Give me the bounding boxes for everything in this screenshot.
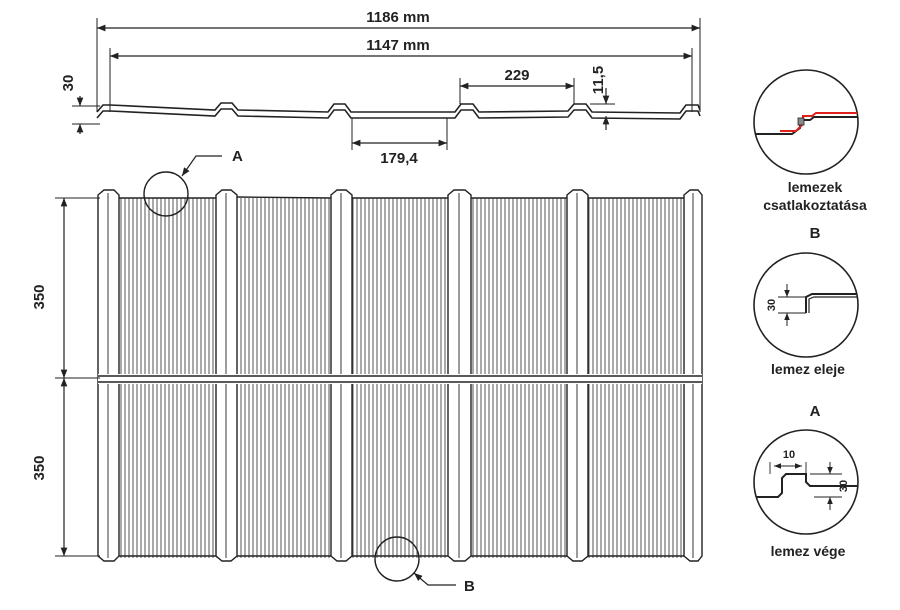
joint-caption-line1: lemezek <box>788 179 843 195</box>
rib-pitch-label: 229 <box>504 67 529 84</box>
detail-a-height-label: 30 <box>838 480 850 492</box>
overall-width-label: 1186 mm <box>366 9 429 26</box>
row-height-top-label: 350 <box>31 284 48 309</box>
plan-view: 350 350 A B <box>31 148 703 595</box>
row-height-bottom-label: 350 <box>31 455 48 480</box>
joint-caption-line2: csatlakoztatása <box>763 197 867 213</box>
marker-a-circle <box>143 171 189 217</box>
detail-sheet-end: A 10 30 lemez vége <box>753 403 859 559</box>
marker-a-label: A <box>232 148 243 165</box>
detail-a-caption: lemez vége <box>771 543 846 559</box>
detail-b-caption: lemez eleje <box>771 361 845 377</box>
cover-width-label: 1147 mm <box>366 37 429 54</box>
step-height-label: 11,5 <box>590 66 607 94</box>
profile-section: 1186 mm 1147 mm 229 11,5 30 179,4 <box>60 9 701 167</box>
marker-b-label: B <box>464 578 475 595</box>
profile-height-label: 30 <box>60 75 77 92</box>
pan-width-label: 179,4 <box>380 150 418 167</box>
detail-a-letter: A <box>810 403 821 420</box>
detail-b-letter: B <box>810 225 821 242</box>
detail-joint: lemezek csatlakoztatása <box>753 69 867 213</box>
profile-outline <box>96 102 701 114</box>
detail-sheet-start: B 30 lemez eleje <box>753 225 859 377</box>
detail-a-width-label: 10 <box>783 449 795 461</box>
detail-b-height-label: 30 <box>766 299 778 311</box>
marker-b-circle <box>374 536 420 582</box>
